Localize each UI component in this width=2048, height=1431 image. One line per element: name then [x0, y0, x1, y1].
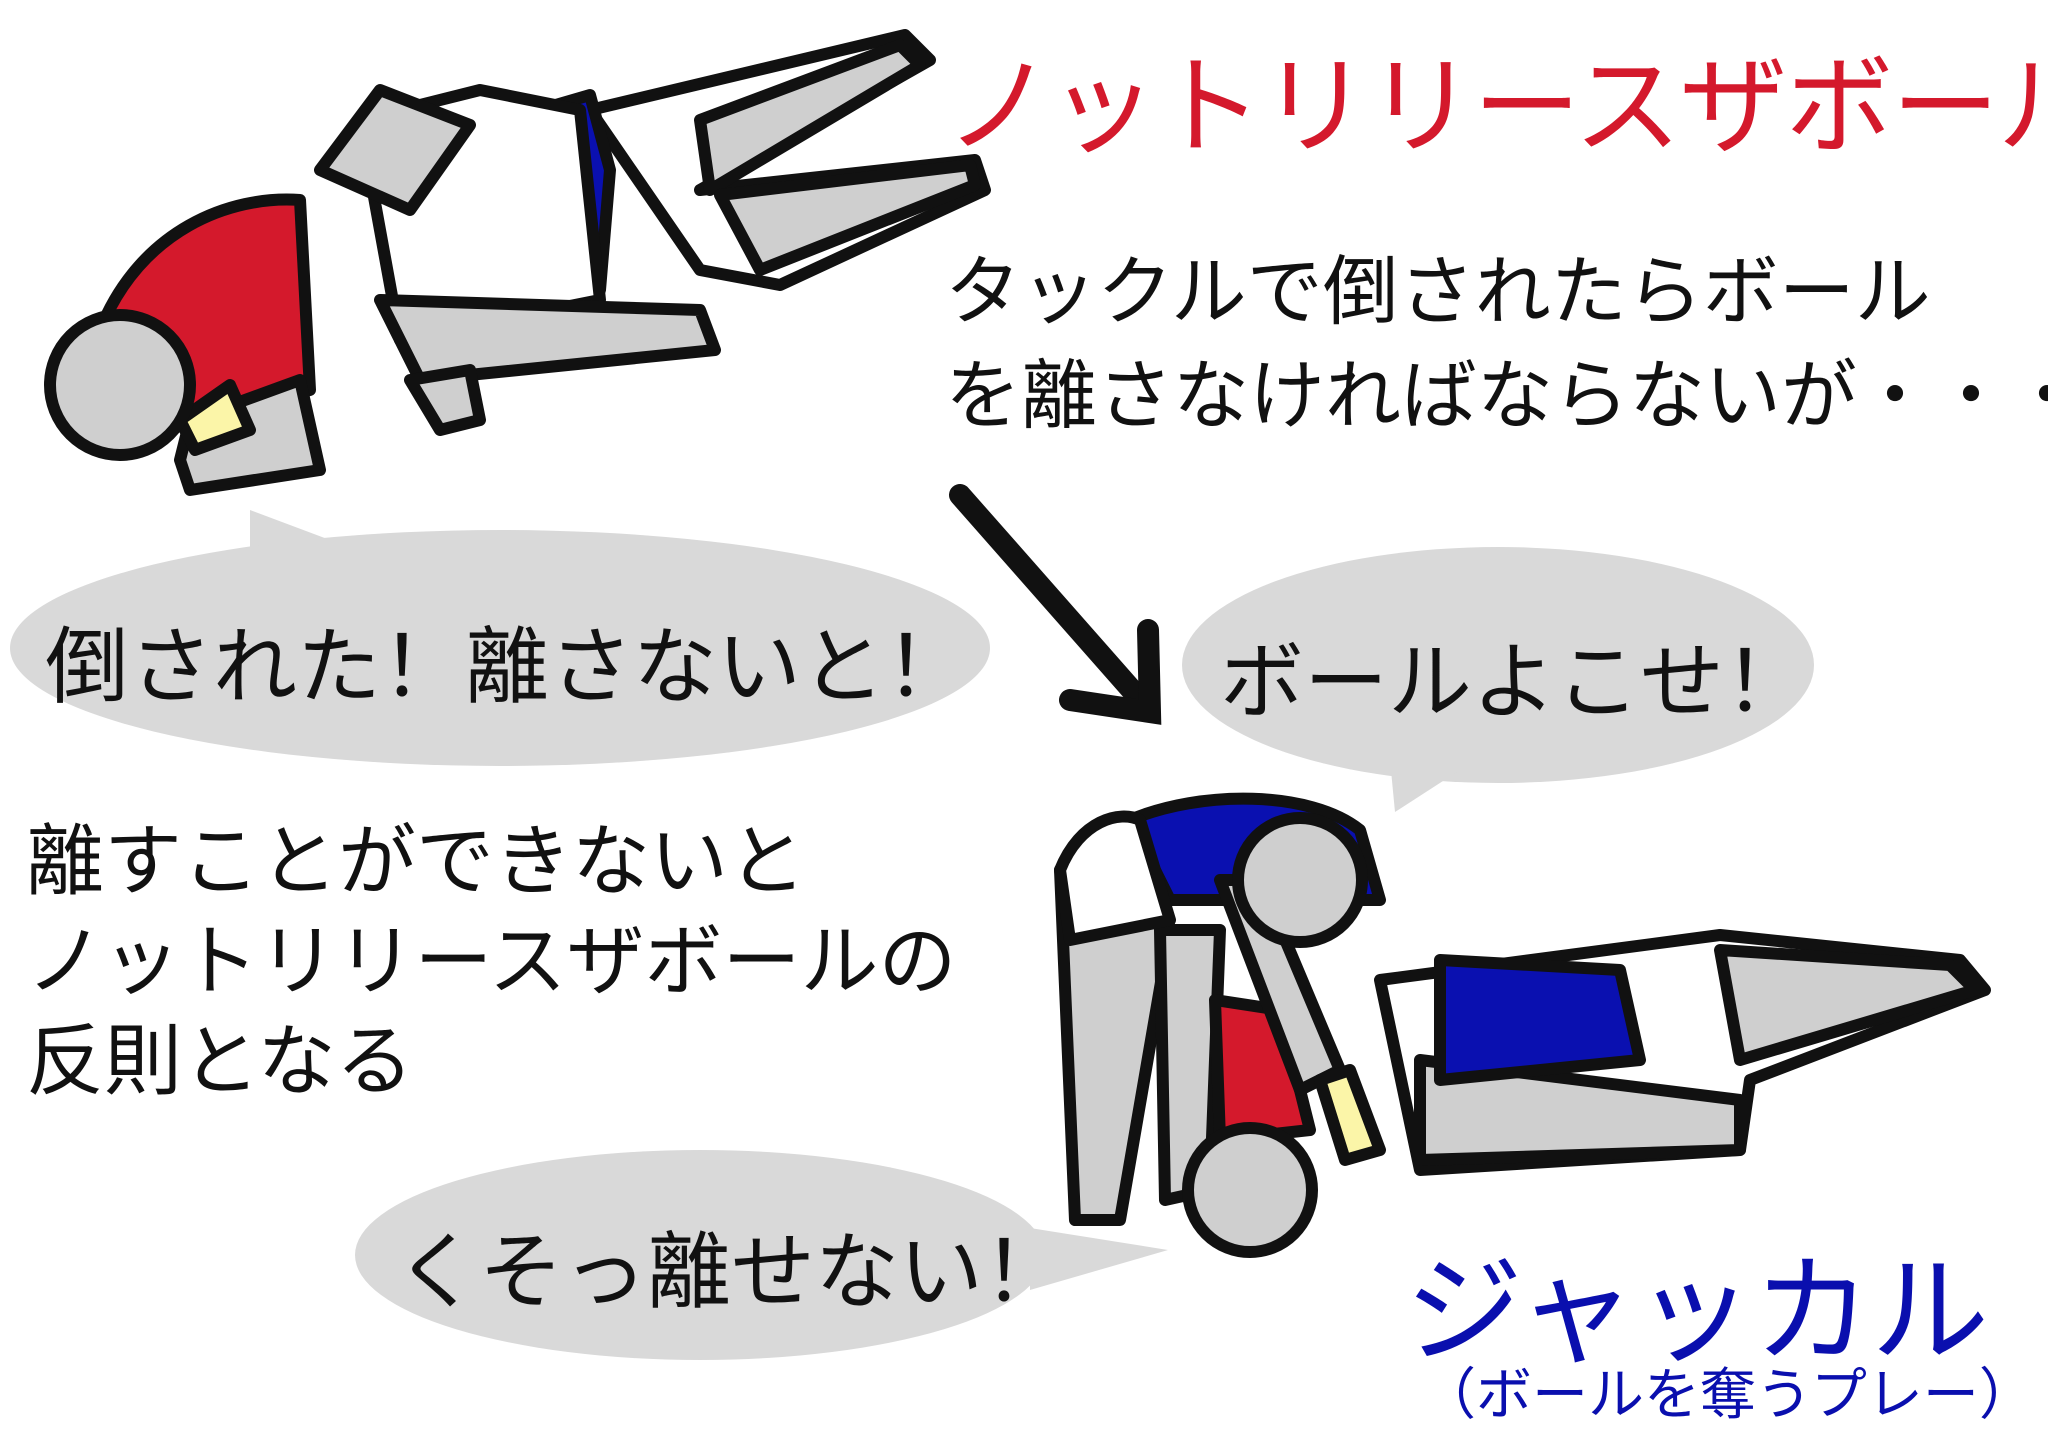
explanation-line: 離すことができないと: [26, 817, 807, 907]
explanation-line: 反則となる: [26, 1017, 414, 1107]
arrow-down-right-icon: [949, 484, 1162, 725]
jackal-label: ジャッカル: [1405, 1242, 1990, 1380]
description: タックルで倒されたらボール を離さなければならないが・・・: [945, 240, 2048, 448]
explanation-line: ノットリリースザボールの: [26, 917, 957, 1007]
jackal-sublabel: （ボールを奪うプレー）: [1420, 1363, 2035, 1428]
speech-bubble-tackled: [10, 510, 990, 766]
description-line: を離さなければならないが・・・: [945, 351, 2048, 440]
bubble-text-tackled: 倒された！離さないと！: [45, 618, 970, 716]
description-line: タックルで倒されたらボール: [945, 247, 1931, 336]
speech-bubble-held: [355, 1150, 1168, 1360]
jackal-player-figure: [1054, 792, 1991, 1258]
tackled-player-figure: [44, 29, 991, 496]
bubble-text-held: くそっ離せない！: [395, 1223, 1068, 1321]
explanation: 離すことができないと ノットリリースザボールの 反則となる: [26, 812, 957, 1112]
speech-bubble-jackal: [1182, 547, 1814, 812]
bubble-text-jackal: ボールよこせ！: [1220, 633, 1809, 731]
page-title: ノットリリースザボール: [945, 45, 2048, 170]
